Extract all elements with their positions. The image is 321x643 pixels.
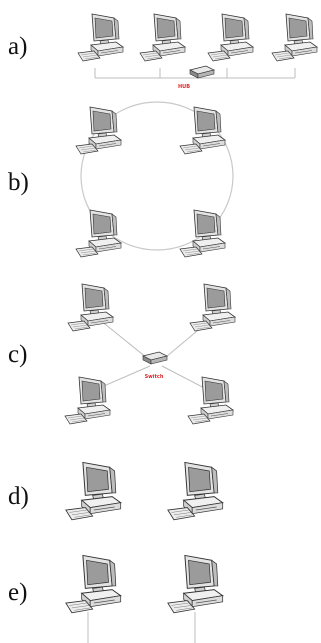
computer-icon [64,376,111,425]
switch-label: Switch [145,374,164,380]
computer-icon [207,13,254,62]
computer-icon [179,106,226,155]
cable-c-1 [94,315,153,363]
computer-icon [187,376,234,425]
hub-icon [188,65,216,79]
computer-icon [271,13,318,62]
computer-icon [77,13,124,62]
hub-label: HUB [178,84,190,90]
computer-icon [139,13,186,62]
computer-icon [75,106,122,155]
panel-label-a: a) [8,33,28,60]
panel-label-d: d) [8,483,29,510]
computer-icon [167,461,224,521]
switch-icon [141,351,169,365]
computer-icon [65,461,122,521]
computer-icon [189,283,236,332]
computer-icon [179,209,226,258]
computer-icon [67,283,114,332]
ring-cable [80,101,234,251]
panel-label-c: c) [8,341,28,368]
panel-label-e: e) [8,579,28,606]
computer-icon [167,554,224,614]
computer-icon [75,209,122,258]
panel-label-b: b) [8,169,29,196]
computer-icon [65,554,122,614]
